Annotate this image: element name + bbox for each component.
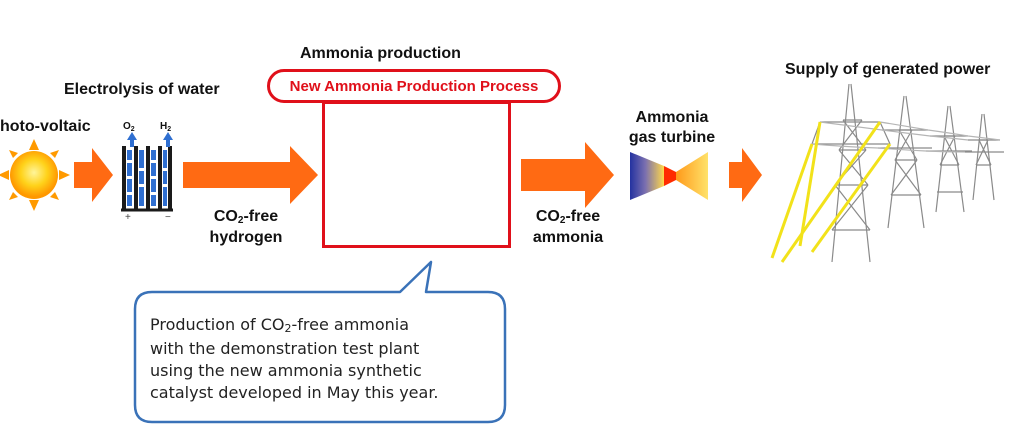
plant-highlight-box [322,101,511,248]
flow-arrow-4 [729,148,762,202]
process-label: New Ammonia Production Process [289,77,539,95]
power-tower-icon [811,83,1004,263]
o2-label: O2 [123,121,135,133]
callout-line-2: with the demonstration test plant [150,339,420,358]
flow-arrow-1 [74,148,113,202]
callout-text: Production of CO2-free ammonia with the … [150,314,490,404]
process-highlight-pill: New Ammonia Production Process [267,69,561,103]
h2-label: H2 [160,121,172,133]
minus-terminal-label: − [165,212,171,223]
flow-arrow-2 [183,146,318,204]
diagram-title: Ammonia production [300,45,461,62]
electrolysis-cell-icon [119,132,173,212]
power-supply-label: Supply of generated power [785,61,991,78]
electrolysis-label: Electrolysis of water [64,81,220,98]
callout-line-4: catalyst developed in May this year. [150,383,439,402]
callout-line-1: Production of CO2-free ammonia [150,315,410,335]
plus-terminal-label: + [125,212,131,223]
power-line-highlight [770,121,892,263]
hydrogen-label: CO2-free hydrogen [209,208,283,246]
callout-bubble [133,260,507,424]
ammonia-output-label: CO2-free ammonia [532,208,604,246]
flow-arrow-3 [521,142,614,208]
callout-line-3: using the new ammonia synthetic [150,361,422,380]
sun-icon [0,139,70,211]
photovoltaic-label: hoto-voltaic [0,118,91,135]
gas-turbine-icon [630,152,708,200]
